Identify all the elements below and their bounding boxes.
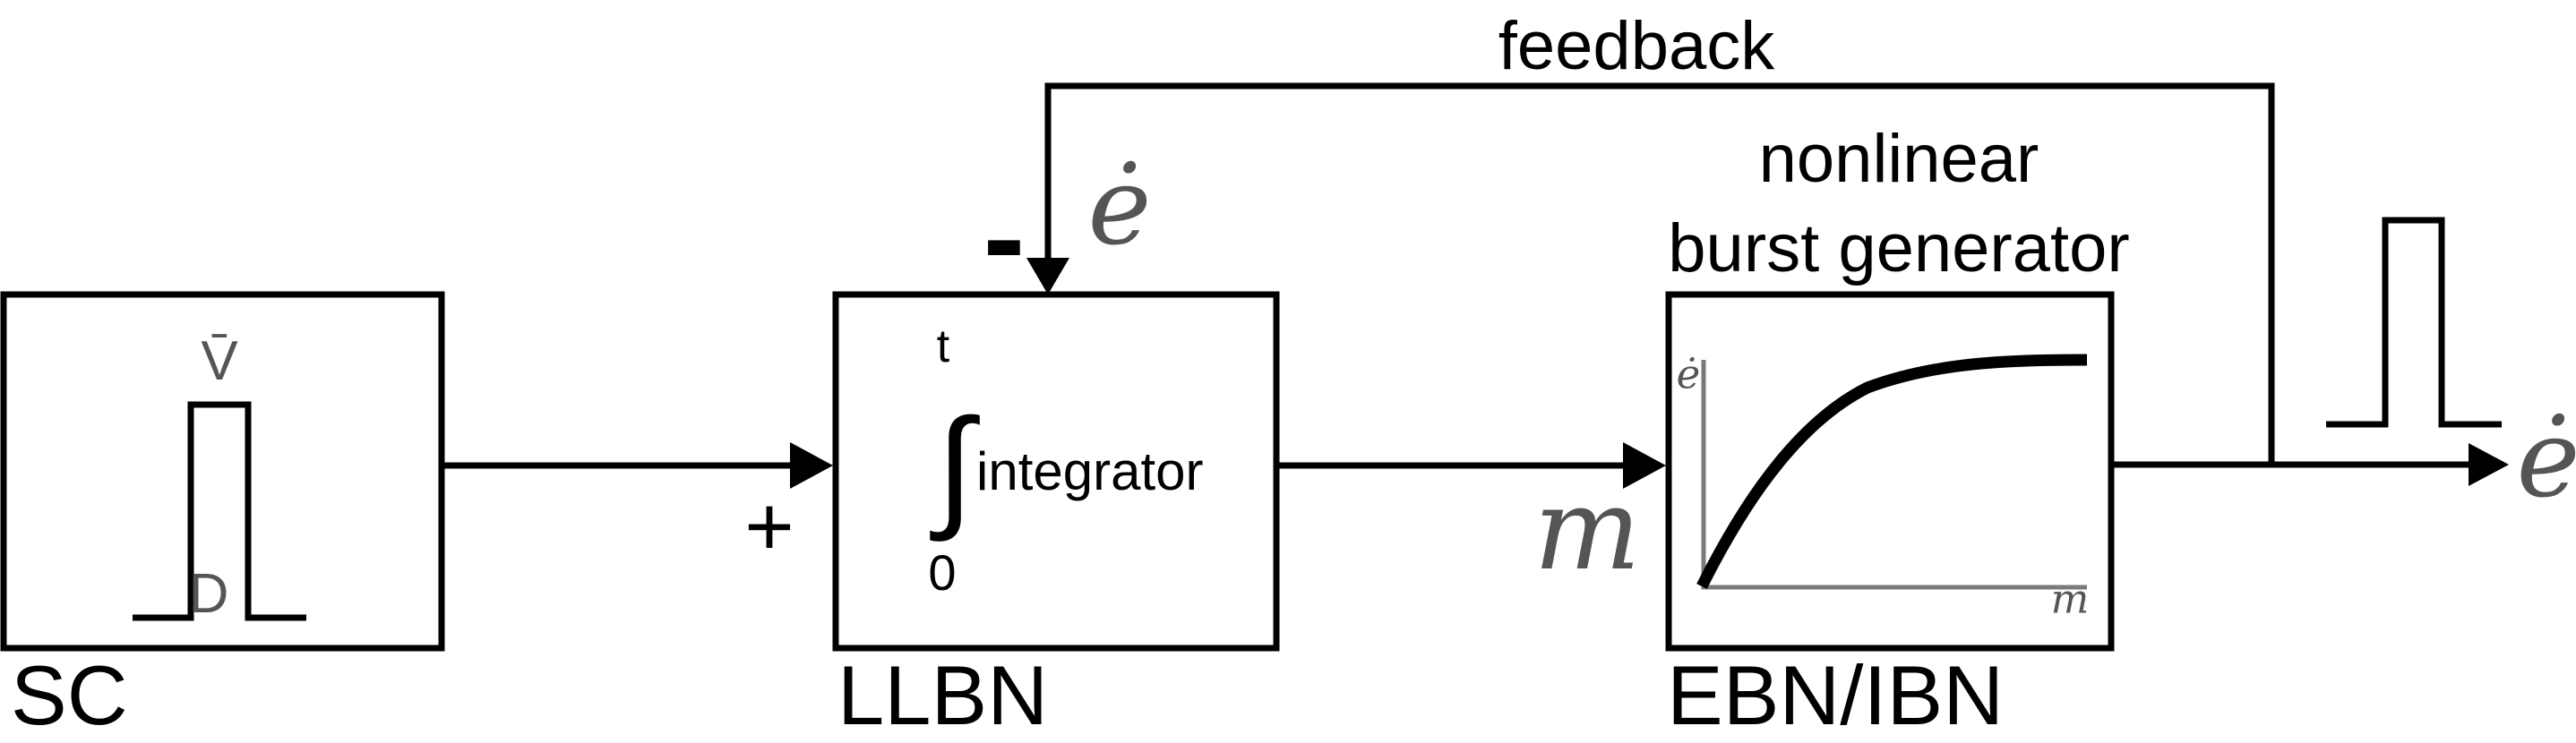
sc-label: SC xyxy=(11,648,128,742)
llbn-to-ebn-arrowhead xyxy=(1623,442,1666,489)
sc-to-llbn-arrowhead xyxy=(790,442,833,489)
pulse-peak-label: V̄ xyxy=(201,330,238,392)
motor-command-label: m xyxy=(1533,464,1641,595)
output-pulse-waveform xyxy=(2326,217,2502,428)
output-signal-label: ė xyxy=(2516,397,2576,522)
saturation-curve xyxy=(1696,354,2088,589)
integral-lower-limit: 0 xyxy=(928,544,957,601)
ebn-ibn-box xyxy=(1665,291,2115,652)
llbn-label: LLBN xyxy=(837,648,1049,742)
sc-box xyxy=(0,291,445,652)
nonlinear-title-line2: burst generator xyxy=(1668,210,2130,286)
feedback-arrowhead xyxy=(1026,258,1069,295)
nonlinear-title: nonlinear burst generator xyxy=(1668,115,2129,294)
feedback-path xyxy=(1044,82,2275,465)
plot-y-label: ė xyxy=(1676,350,1701,398)
nonlinear-title-line1: nonlinear xyxy=(1758,121,2039,197)
integrator-label: integrator xyxy=(976,441,1204,501)
sc-pulse-waveform xyxy=(133,401,306,621)
ebn-ibn-label: EBN/IBN xyxy=(1667,648,2005,742)
plot-axes xyxy=(1701,360,2087,590)
feedback-label: feedback xyxy=(1498,8,1775,84)
plus-sign: + xyxy=(744,479,794,575)
plot-x-label: m xyxy=(2050,575,2090,623)
minus-sign: - xyxy=(983,167,1026,307)
integral-upper-limit: t xyxy=(936,320,950,372)
output-arrowhead xyxy=(2469,443,2509,486)
pulse-width-label: D xyxy=(188,563,229,625)
integral-symbol: ∫ xyxy=(936,391,974,542)
feedback-signal-label: ė xyxy=(1087,145,1152,269)
llbn-box xyxy=(832,291,1280,652)
